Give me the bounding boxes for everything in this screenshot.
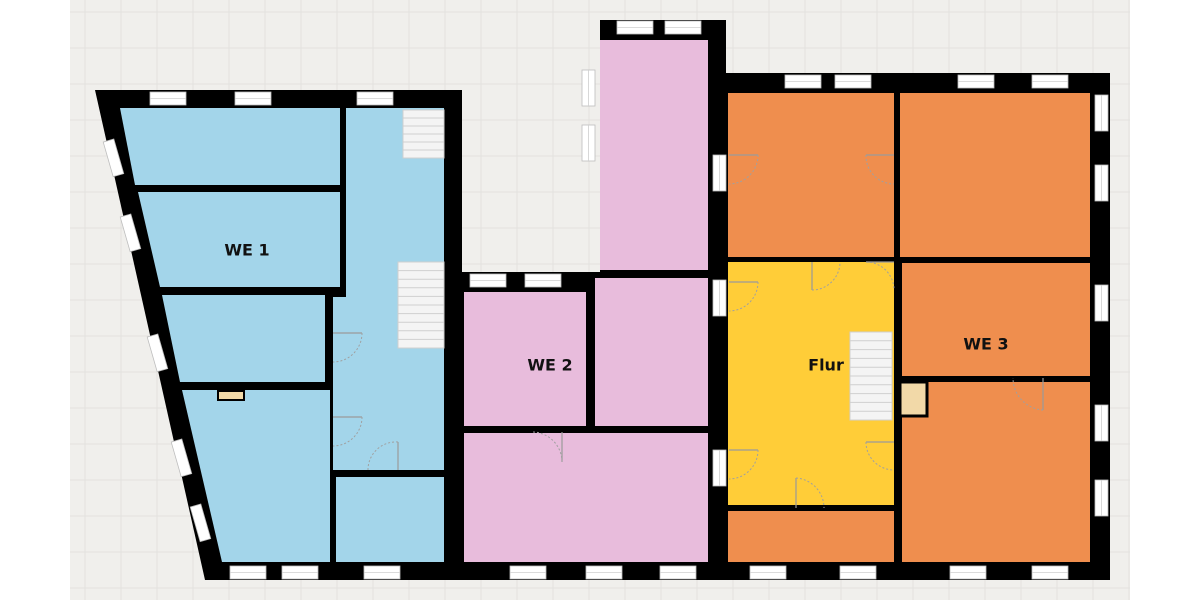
- room-we1-bottom: [182, 390, 330, 562]
- radiator: [217, 390, 245, 401]
- room-we1-bedroom: [138, 192, 340, 287]
- room-we3-bottom-right: [902, 382, 1090, 562]
- door-swing: [728, 281, 759, 312]
- room-we3-mid: [902, 263, 1090, 376]
- label-flur: Flur: [808, 356, 844, 375]
- room-we1-hall-low: [333, 297, 346, 470]
- room-we2-bottom: [464, 433, 708, 562]
- windows: [102, 20, 1109, 580]
- window: [119, 213, 142, 253]
- window: [189, 503, 212, 543]
- window: [170, 438, 193, 478]
- room-we1-small: [336, 477, 444, 562]
- door-swing: [728, 154, 759, 185]
- label-we3: WE 3: [963, 335, 1008, 354]
- shaft: [898, 380, 929, 418]
- window: [146, 333, 169, 373]
- door-swing: [865, 441, 895, 471]
- door-swing: [795, 477, 825, 509]
- window: [102, 138, 125, 178]
- door-swing: [332, 332, 363, 363]
- door-swing: [367, 441, 399, 471]
- door-swing: [531, 431, 563, 463]
- rooms: [120, 40, 1090, 562]
- stairs-flur: [849, 331, 893, 421]
- label-we1: WE 1: [224, 241, 269, 260]
- doors: [332, 154, 1044, 509]
- room-we1-top: [120, 108, 340, 185]
- label-we2: WE 2: [527, 356, 572, 375]
- room-we3-top-right: [900, 93, 1090, 257]
- room-we3-top-left: [728, 93, 894, 257]
- room-we2-left: [464, 292, 586, 426]
- door-swing: [728, 449, 759, 480]
- door-swing: [332, 416, 363, 447]
- room-we2-tower: [600, 40, 708, 270]
- stairs-we1-main: [397, 261, 445, 349]
- stairs: [397, 109, 929, 421]
- door-swing: [865, 261, 895, 291]
- stairs-we1-top: [402, 109, 445, 159]
- room-we3-bottom-left: [728, 511, 894, 562]
- door-swing: [865, 154, 895, 185]
- room-we2-right: [595, 278, 708, 426]
- door-swing: [811, 261, 841, 291]
- room-we1-mid: [162, 295, 325, 382]
- door-swing: [1012, 377, 1044, 411]
